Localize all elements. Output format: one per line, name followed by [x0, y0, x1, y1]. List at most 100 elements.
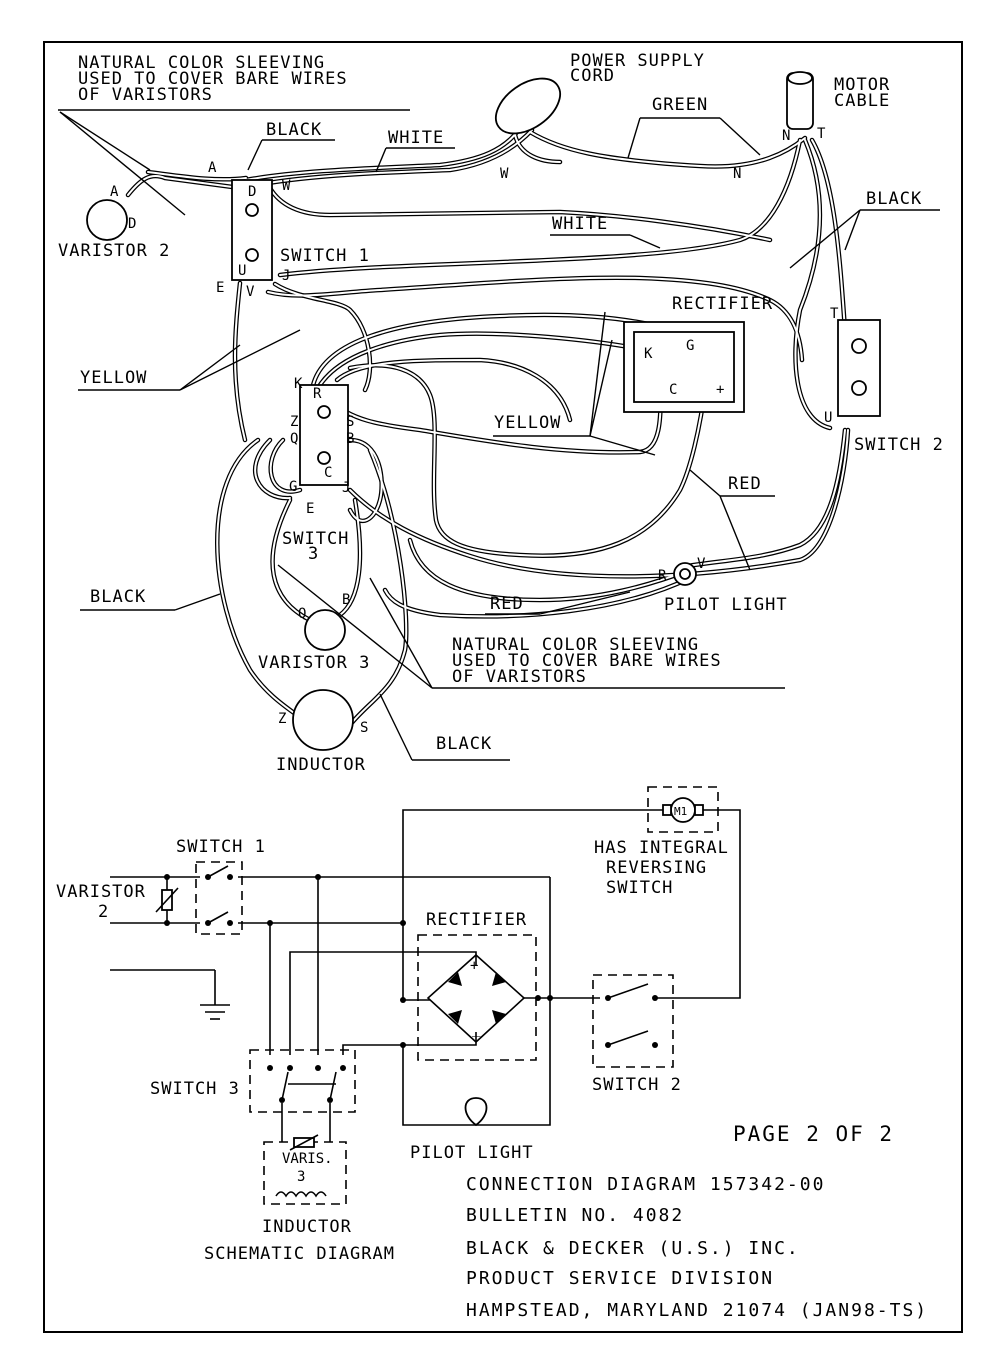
label-red-1: RED — [728, 474, 762, 494]
label-red-2: RED — [490, 594, 524, 614]
company-name: BLACK & DECKER (U.S.) INC. — [466, 1238, 800, 1259]
motor-brush-left — [662, 804, 672, 816]
schematic-switch-2-box — [592, 974, 674, 1068]
switch-3-screw-top — [317, 405, 331, 419]
terminal-d-varistor: D — [128, 216, 136, 232]
terminal-n-motor: N — [782, 128, 790, 144]
schematic-inductor-label: INDUCTOR — [262, 1217, 352, 1237]
varistor-3-disc — [304, 609, 346, 651]
motor-cable-label-2: CABLE — [834, 91, 890, 111]
schematic-switch-3-box — [249, 1049, 356, 1113]
varis-label-2: 3 — [297, 1169, 305, 1185]
integral-switch-line-1: HAS INTEGRAL — [594, 838, 729, 858]
title-block: PAGE 2 OF 2 CONNECTION DIAGRAM 157342-00… — [466, 1122, 928, 1321]
sleeving-top-line-2: USED TO COVER BARE WIRES — [78, 69, 348, 89]
motor-cable-label-1: MOTOR — [834, 75, 890, 95]
terminal-b-varistor3: B — [342, 592, 350, 608]
terminal-u-switch2: U — [824, 410, 832, 426]
company-address: HAMPSTEAD, MARYLAND 21074 (JAN98-TS) — [466, 1300, 928, 1321]
switch-2-screw-top — [851, 338, 867, 354]
switch-3-screw-bottom — [317, 451, 331, 465]
switch-1-body — [231, 179, 273, 281]
terminal-letters: A A D D W W N N T T E E U U V V J J K K … — [110, 126, 839, 736]
label-green: GREEN — [652, 95, 708, 115]
sleeving-top-line-3: OF VARISTORS — [78, 85, 213, 105]
switch-3-body — [299, 384, 349, 486]
terminal-a-varistor: A — [110, 184, 119, 200]
label-yellow-2: YELLOW — [494, 413, 561, 433]
label-black-4: BLACK — [436, 734, 492, 754]
schematic-switch-1-box — [195, 861, 243, 935]
wire-bundle-inner — [127, 127, 849, 726]
terminal-c-switch3: C — [324, 465, 332, 481]
motor-m1-label: M1 — [674, 805, 687, 818]
power-cord-label-1: POWER SUPPLY — [570, 51, 705, 71]
terminal-t-switch2: T — [830, 306, 839, 322]
power-supply-cord-plug — [495, 77, 561, 135]
integral-switch-line-2: REVERSING — [606, 858, 707, 878]
terminal-c-rectifier: C — [669, 382, 677, 398]
sleeving-bottom-line-1: NATURAL COLOR SLEEVING — [452, 635, 699, 655]
rectifier-label: RECTIFIER — [672, 294, 773, 314]
terminal-t-motor: T — [817, 126, 826, 142]
varistor-2-slash — [155, 887, 179, 913]
switch-1-screw-bottom — [245, 248, 259, 262]
motor-brush-right — [694, 804, 704, 816]
schematic-pilot-light-label: PILOT LIGHT — [410, 1143, 534, 1163]
terminal-w-switch: W — [282, 178, 291, 194]
schematic-pilot-light — [464, 1097, 488, 1127]
rectifier-diodes — [448, 972, 506, 1024]
terminal-j-switch3: J — [342, 480, 350, 496]
schematic-junctions — [164, 874, 553, 1048]
terminal-g-rectifier: G — [686, 338, 694, 354]
terminal-r-switch3: R — [313, 386, 322, 402]
inductor-label: INDUCTOR — [276, 755, 366, 775]
rectifier-minus-sign: _ — [472, 1021, 481, 1037]
switch-3-label-2: 3 — [308, 544, 319, 564]
schematic-inductor-box — [263, 1141, 347, 1205]
pilot-light-label: PILOT LIGHT — [664, 595, 788, 615]
switch-2-label: SWITCH 2 — [854, 435, 944, 455]
switch-3-label-1: SWITCH — [282, 529, 349, 549]
schematic-switch-3-label: SWITCH 3 — [150, 1079, 240, 1099]
terminal-g-switch3: G — [289, 479, 297, 495]
sleeving-bottom-line-3: OF VARISTORS — [452, 667, 587, 687]
terminal-j-switch1: J — [282, 268, 290, 284]
bulletin-number: BULLETIN NO. 4082 — [466, 1205, 684, 1226]
division-name: PRODUCT SERVICE DIVISION — [466, 1268, 774, 1289]
terminal-b-switch3: B — [346, 431, 354, 447]
switch-1-label: SWITCH 1 — [280, 246, 370, 266]
terminal-e-switch3: E — [306, 501, 314, 517]
schematic-rectifier-label: RECTIFIER — [426, 910, 527, 930]
leader-lines — [58, 109, 940, 761]
page-number: PAGE 2 OF 2 — [733, 1122, 894, 1146]
terminal-v-switch1: V — [246, 284, 255, 300]
wiring-diagram: NATURAL COLOR SLEEVING USED TO COVER BAR… — [58, 51, 944, 775]
schematic-varistor-label-2: 2 — [98, 902, 109, 922]
schematic-switch-2-label: SWITCH 2 — [592, 1075, 682, 1095]
terminal-z-inductor: Z — [278, 711, 286, 727]
varistor-3-label: VARISTOR 3 — [258, 653, 370, 673]
terminal-n-cord: N — [733, 166, 741, 182]
label-black-1: BLACK — [266, 120, 322, 140]
terminal-q-switch3: Q — [290, 431, 298, 447]
terminal-z-switch3: Z — [290, 414, 298, 430]
varistor-2-label: VARISTOR 2 — [58, 241, 170, 261]
sleeving-bottom-line-2: USED TO COVER BARE WIRES — [452, 651, 722, 671]
motor-cable-end — [787, 71, 813, 85]
schematic-diagram-caption: SCHEMATIC DIAGRAM — [204, 1244, 395, 1264]
terminal-k-switch3: K — [294, 376, 303, 392]
terminal-r-pilot: R — [658, 568, 667, 584]
inductor-coil — [292, 689, 354, 751]
inductor-coil-symbol — [275, 1191, 327, 1198]
terminal-k-rectifier: K — [644, 346, 653, 362]
label-white-1: WHITE — [388, 128, 444, 148]
terminal-u-switch1: U — [238, 263, 246, 279]
power-cord-label-2: CORD — [570, 66, 615, 86]
rectifier-plus-sign: + — [470, 958, 478, 974]
label-black-3: BLACK — [90, 587, 146, 607]
varis-label-1: VARIS. — [282, 1151, 333, 1167]
terminal-q-varistor3: Q — [298, 606, 306, 622]
switch-2-body — [837, 319, 881, 417]
